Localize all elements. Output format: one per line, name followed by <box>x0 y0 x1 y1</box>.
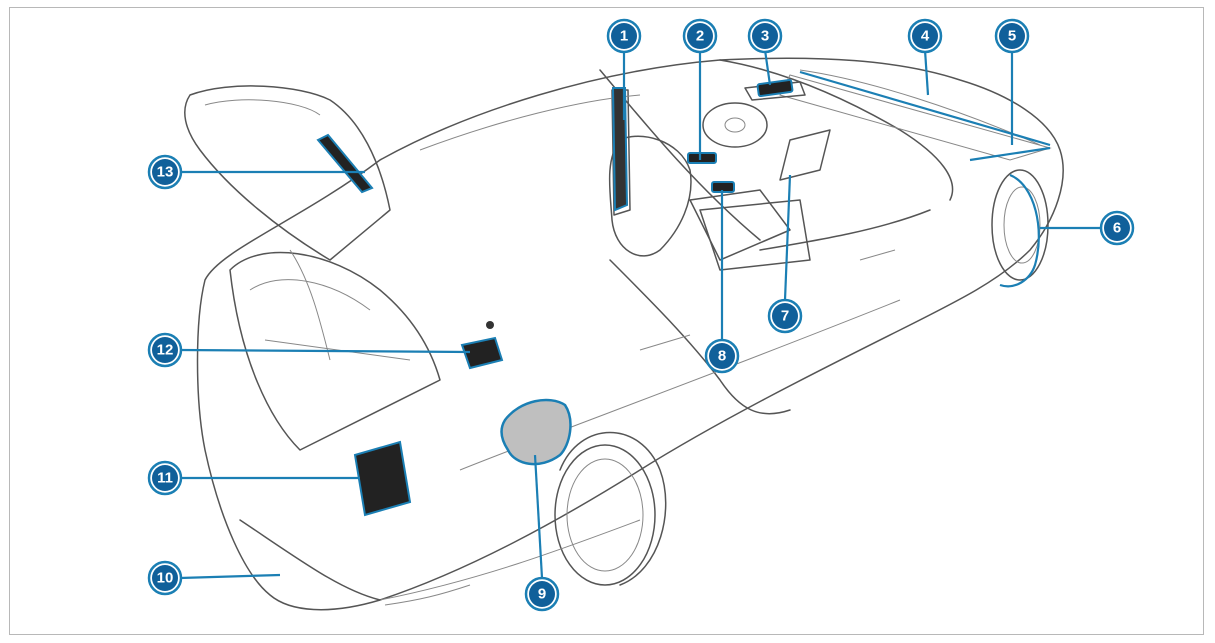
marker-6: 6 <box>1099 210 1135 246</box>
markers: 1 2 3 4 5 6 7 <box>147 18 1135 612</box>
part-windshield <box>799 70 1051 147</box>
marker-label: 1 <box>620 28 628 45</box>
part-fuel-flap <box>500 398 572 466</box>
marker-11: 11 <box>147 460 183 496</box>
marker-4: 4 <box>907 18 943 54</box>
marker-label: 10 <box>157 570 174 587</box>
marker-label: 2 <box>696 28 704 45</box>
part-license-plate <box>353 440 412 517</box>
part-trunk-handle <box>316 133 374 194</box>
marker-9: 9 <box>524 576 560 612</box>
marker-label: 9 <box>538 586 546 603</box>
marker-label: 8 <box>718 348 726 365</box>
marker-label: 4 <box>921 28 930 45</box>
marker-label: 11 <box>157 470 173 487</box>
marker-label: 12 <box>157 342 174 359</box>
marker-7: 7 <box>767 298 803 334</box>
marker-5: 5 <box>994 18 1030 54</box>
part-trunk-latch <box>460 336 504 370</box>
part-windshield-base <box>969 146 1051 162</box>
marker-13: 13 <box>147 154 183 190</box>
marker-3: 3 <box>747 18 783 54</box>
car-illustration <box>184 57 1064 611</box>
highlighted-parts <box>316 70 1051 517</box>
marker-8: 8 <box>704 338 740 374</box>
marker-label: 13 <box>157 164 174 181</box>
part-overhead-panel <box>756 78 794 98</box>
part-front-wheel <box>999 173 1040 288</box>
marker-label: 7 <box>781 308 789 325</box>
marker-label: 3 <box>761 28 769 45</box>
marker-10: 10 <box>147 560 183 596</box>
diagram-frame <box>9 7 1204 635</box>
marker-1: 1 <box>606 18 642 54</box>
leader-lines <box>179 49 1100 580</box>
marker-label: 6 <box>1113 220 1121 237</box>
marker-2: 2 <box>682 18 718 54</box>
part-console-switch <box>687 152 717 164</box>
marker-label: 5 <box>1008 28 1016 45</box>
marker-12: 12 <box>147 332 183 368</box>
